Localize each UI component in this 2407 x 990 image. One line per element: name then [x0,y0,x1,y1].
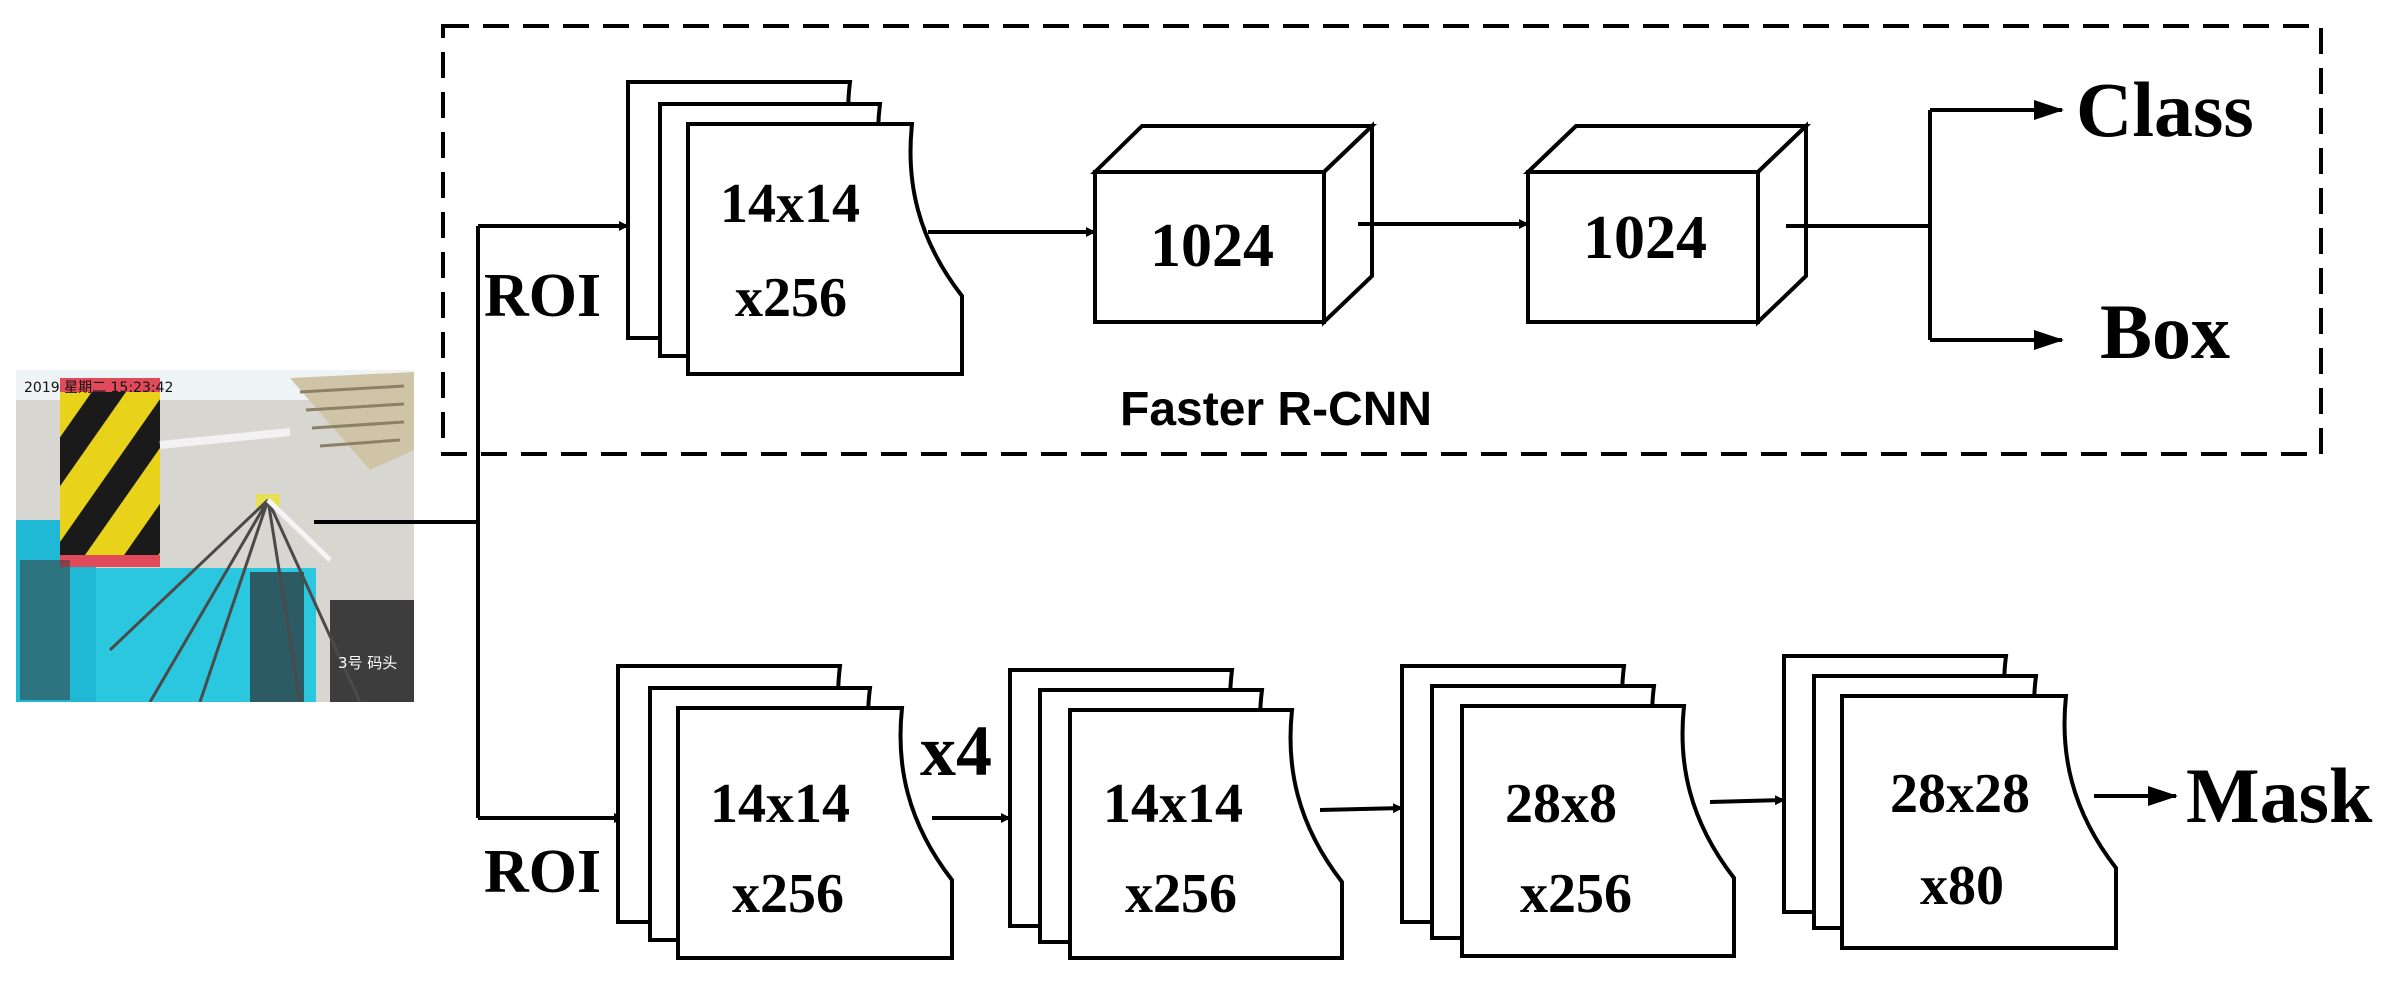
mask-stage-4-channels: x80 [1920,855,2004,917]
mask-stage-2: 14x14 x256 [1008,668,1344,960]
box-output-label: Box [2100,288,2230,375]
mask-stage-1-channels: x256 [732,863,844,925]
mask-stage-2-size: 14x14 [1103,773,1243,835]
fc-layer-1-units: 1024 [1150,212,1274,280]
input-image: 2019 星期二 15:23:42 3号 码头 [16,370,414,702]
roi-label-bottom: ROI [484,838,601,906]
faster-rcnn-roi-channels: x256 [735,267,847,329]
mask-stage-2-channels: x256 [1125,863,1237,925]
class-box-fork [1786,100,2064,350]
fc-layer-1: 1024 [1090,121,1377,327]
mask-output-label: Mask [2186,752,2373,839]
mask-stage-4: 28x28 x80 [1782,654,2118,950]
fc-layer-2-units: 1024 [1583,204,1707,272]
repeat-x4-label: x4 [920,711,992,791]
faster-rcnn-roi-size: 14x14 [720,173,860,235]
input-split-connector [314,221,629,823]
image-dock-label: 3号 码头 [338,654,397,672]
faster-rcnn-roi-feature-stack: 14x14 x256 [626,80,964,376]
class-output-label: Class [2076,66,2254,153]
mask-stage-3: 28x8 x256 [1400,664,1736,958]
fc-layer-2: 1024 [1523,121,1811,327]
faster-rcnn-region [441,24,2323,456]
faster-rcnn-caption: Faster R-CNN [1120,383,1432,436]
roi-label-top: ROI [484,262,601,330]
mask-stage-1-size: 14x14 [710,773,850,835]
mask-stage-3-channels: x256 [1520,863,1632,925]
mask-stage-1: 14x14 x256 [616,664,954,960]
mask-stage-3-size: 28x8 [1505,773,1617,835]
mask-stage-4-size: 28x28 [1890,763,2030,825]
image-timestamp-overlay: 2019 星期二 15:23:42 [24,380,173,396]
